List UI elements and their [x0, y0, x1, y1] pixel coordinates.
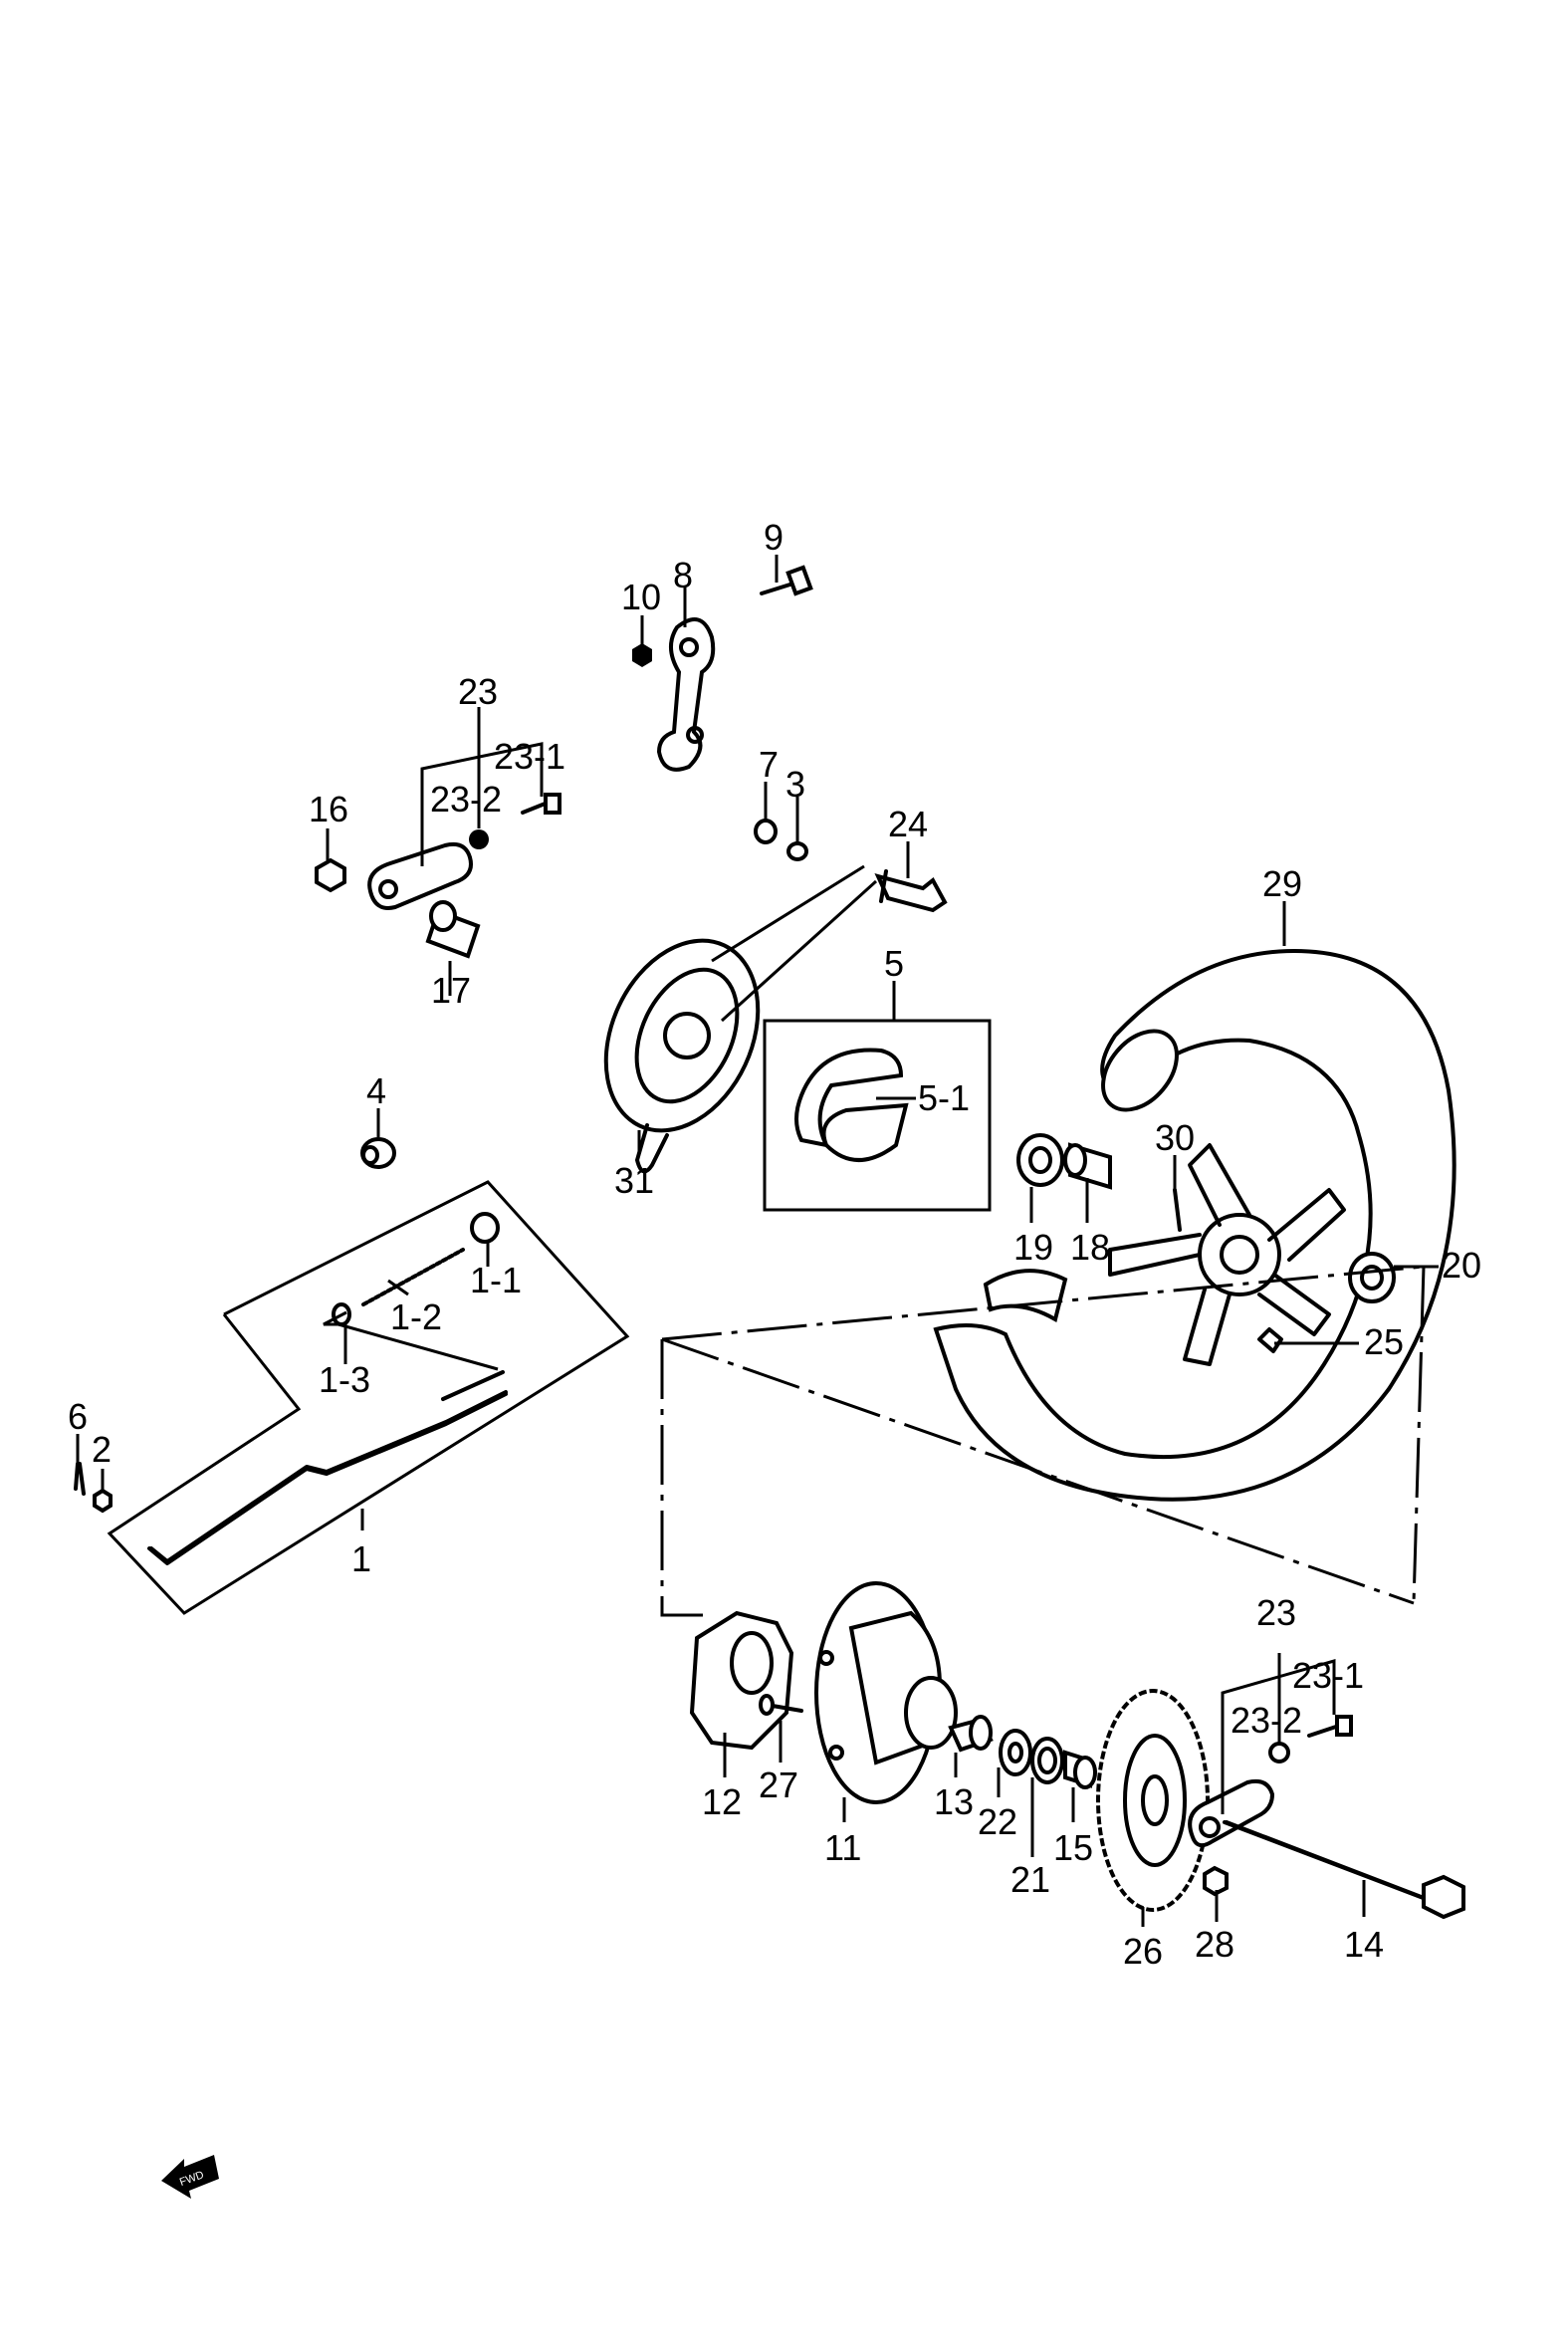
nut-16	[315, 857, 346, 893]
brake-panel-31	[603, 938, 761, 1174]
brake-rod-1	[147, 1370, 508, 1565]
callout-20: 20	[1442, 1245, 1481, 1286]
brake-shoe-frame	[763, 1019, 992, 1212]
callout-2: 2	[92, 1429, 112, 1470]
spoke-30	[1173, 1188, 1182, 1232]
callout-22: 22	[978, 1801, 1017, 1842]
nut-2	[93, 1488, 112, 1514]
callout-7: 7	[759, 744, 779, 785]
brake-rod-frame	[107, 1180, 630, 1615]
callout-28: 28	[1195, 1924, 1234, 1965]
callout-23-lower: 23	[1256, 1592, 1296, 1633]
washer-7	[754, 819, 778, 844]
callout-4: 4	[366, 1070, 386, 1111]
stud-27	[759, 1694, 803, 1716]
callout-17: 17	[431, 970, 471, 1011]
callout-1: 1	[351, 1538, 371, 1579]
nut-28	[1203, 1865, 1229, 1897]
spacer-18	[1063, 1142, 1112, 1190]
brake-shoe-5	[794, 1048, 909, 1162]
o-ring-3	[786, 841, 808, 861]
callout-5-1: 5-1	[918, 1077, 970, 1118]
callout-27: 27	[759, 1764, 798, 1805]
hub-assembly-frame	[660, 1265, 1426, 1617]
callout-21: 21	[1010, 1859, 1050, 1900]
nut-10	[632, 643, 652, 667]
damper-12	[689, 1610, 794, 1751]
callout-13: 13	[934, 1781, 974, 1822]
callout-30: 30	[1155, 1117, 1195, 1158]
forward-arrow-icon: FWD	[161, 2155, 219, 2199]
brake-cam-24	[874, 869, 948, 913]
chain-adjuster-23-upper	[367, 841, 473, 910]
callout-31: 31	[614, 1160, 654, 1201]
callout-11: 11	[824, 1827, 861, 1868]
rear-hub-11	[814, 1581, 958, 1804]
nut-23-2-lower	[1268, 1742, 1290, 1764]
callout-29: 29	[1262, 863, 1302, 904]
cotter-pin-6	[74, 1462, 86, 1496]
spacer-17	[425, 900, 481, 959]
callout-15: 15	[1053, 1827, 1093, 1868]
callout-23-2-upper: 23-2	[430, 779, 502, 820]
callout-16: 16	[309, 789, 348, 829]
callout-25: 25	[1364, 1321, 1404, 1362]
oil-seal-21	[1030, 1737, 1064, 1784]
callout-23-1-lower: 23-1	[1292, 1655, 1364, 1696]
brake-arm-8	[656, 617, 716, 772]
callout-6: 6	[68, 1396, 88, 1437]
callout-10: 10	[621, 577, 661, 617]
collar-15	[1063, 1750, 1097, 1789]
callout-18: 18	[1070, 1227, 1110, 1268]
callout-23-2-lower: 23-2	[1231, 1700, 1302, 1741]
callout-1-2: 1-2	[390, 1296, 442, 1337]
bearing-22	[999, 1729, 1032, 1776]
callout-3: 3	[785, 764, 805, 805]
spring-1-2	[361, 1248, 465, 1306]
nut-23-2-upper	[469, 829, 489, 849]
sprocket-26	[1096, 1689, 1210, 1912]
callout-5: 5	[884, 943, 904, 984]
spacer-13	[948, 1715, 994, 1753]
callout-23-upper: 23	[458, 671, 498, 712]
callout-23-1-upper: 23-1	[494, 736, 565, 777]
callout-26: 26	[1123, 1931, 1163, 1972]
callout-8: 8	[673, 555, 693, 595]
bolt-23-1-lower	[1307, 1715, 1353, 1738]
bolt-9	[760, 565, 813, 596]
callout-14: 14	[1344, 1924, 1384, 1965]
callout-19: 19	[1013, 1227, 1053, 1268]
callout-9: 9	[764, 517, 784, 558]
callout-1-3: 1-3	[319, 1359, 370, 1400]
callout-1-1: 1-1	[470, 1260, 522, 1300]
callout-24: 24	[888, 804, 928, 844]
joint-1-1	[470, 1212, 500, 1244]
callout-12: 12	[702, 1781, 742, 1822]
bearing-19	[1016, 1133, 1064, 1187]
bearing-20	[1348, 1252, 1396, 1303]
rear-wheel-29	[933, 948, 1456, 1502]
chain-adjuster-23-lower	[1188, 1778, 1275, 1848]
bolt-23-1-upper	[521, 793, 561, 815]
axle-14	[1223, 1820, 1465, 1920]
collar-4	[360, 1137, 396, 1169]
valve-25	[1257, 1327, 1283, 1353]
